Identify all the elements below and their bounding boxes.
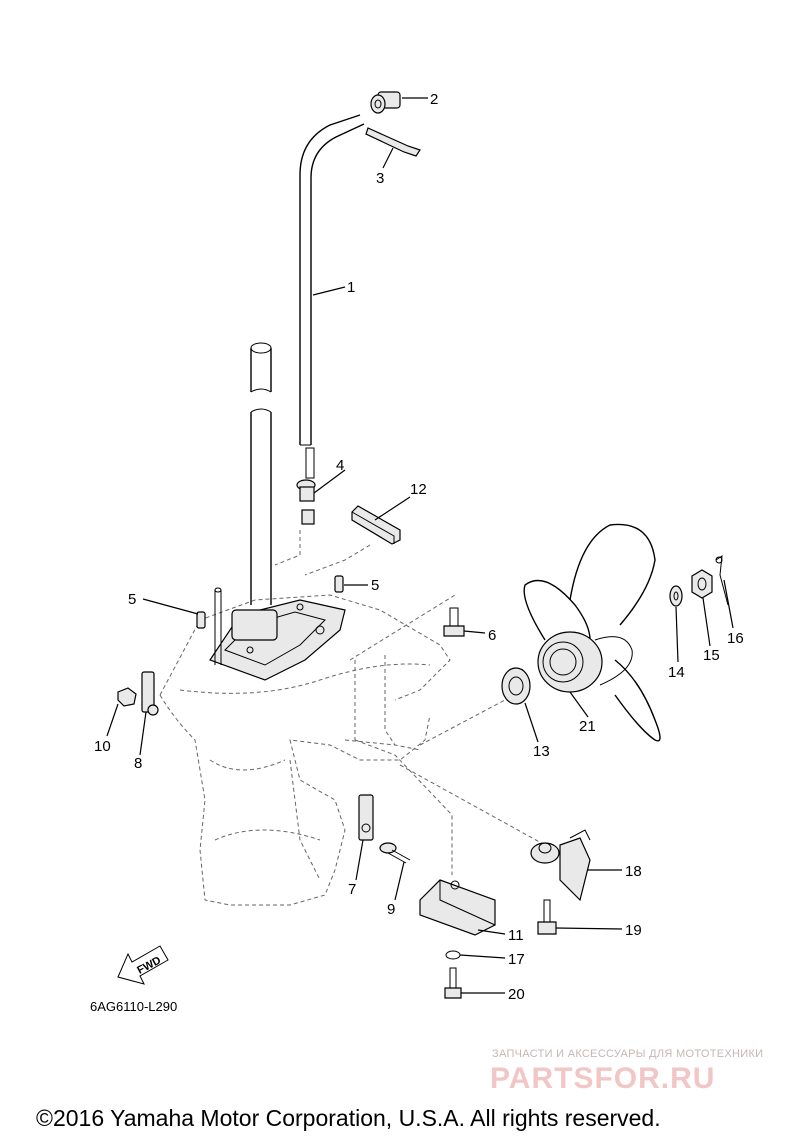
callout-6: 6 xyxy=(488,627,496,644)
rubber-seal xyxy=(304,505,401,576)
cotter-pin-18 xyxy=(715,554,729,606)
callout-16: 14 xyxy=(668,664,685,681)
callout-15: 13 xyxy=(533,743,550,760)
callout-3: 3 xyxy=(376,170,384,187)
callout-13: 17 xyxy=(508,951,525,968)
diagram-code: 6AG6110-L290 xyxy=(90,999,177,1014)
callout-2: 2 xyxy=(430,91,438,108)
leader-lines xyxy=(106,97,734,994)
nut-10 xyxy=(117,687,137,707)
callout-14: 12 xyxy=(410,481,427,498)
anode-8 xyxy=(141,671,159,716)
callout-20: 19 xyxy=(625,922,642,939)
cover-19 xyxy=(530,829,591,902)
callout-18: 16 xyxy=(727,630,744,647)
bolt-6 xyxy=(443,607,465,637)
callout-17: 15 xyxy=(703,647,720,664)
callout-21: 21 xyxy=(579,718,596,735)
callout-10: 10 xyxy=(94,738,111,755)
bolt-12 xyxy=(444,967,462,999)
callout-5-right: 5 xyxy=(371,577,379,594)
nut-17 xyxy=(691,569,713,599)
pump-base xyxy=(209,587,346,681)
callout-19: 18 xyxy=(625,863,642,880)
propeller-21 xyxy=(523,523,661,742)
callout-12: 20 xyxy=(508,986,525,1003)
watermark-tagline: ЗАПЧАСТИ И АКСЕССУАРЫ ДЛЯ МОТОТЕХНИКИ xyxy=(492,1048,763,1060)
screw-9 xyxy=(379,842,411,864)
callout-5-left: 5 xyxy=(128,591,136,608)
fwd-arrow-icon: FWD xyxy=(117,945,169,985)
callout-7: 7 xyxy=(348,881,356,898)
water-tube xyxy=(299,114,365,446)
callout-4: 4 xyxy=(336,457,344,474)
callout-9: 9 xyxy=(387,901,395,918)
callout-11: 11 xyxy=(508,927,524,944)
watermark-brand: PARTSFOR.RU xyxy=(490,1062,715,1095)
spacer-15 xyxy=(501,667,531,705)
callout-8: 8 xyxy=(134,755,142,772)
dowel-pin-right xyxy=(334,575,344,593)
dowel-pin-left xyxy=(196,611,206,629)
washer-16 xyxy=(669,585,683,607)
lower-unit-housing xyxy=(159,594,546,906)
anode-7 xyxy=(358,794,374,841)
washer-13 xyxy=(445,950,461,960)
callout-1: 1 xyxy=(347,279,355,296)
watermark: ЗАПЧАСТИ И АКСЕССУАРЫ ДЛЯ МОТОТЕХНИКИ PA… xyxy=(490,1048,763,1095)
drive-shaft xyxy=(250,342,272,605)
clamp-strip xyxy=(365,127,421,157)
callouts: 2 3 1 4 12 5 5 6 10 8 13 21 14 15 16 7 9… xyxy=(94,91,744,1003)
tube-joint xyxy=(274,447,316,566)
copyright-notice: ©2016 Yamaha Motor Corporation, U.S.A. A… xyxy=(36,1105,661,1131)
grommet xyxy=(370,91,401,114)
trim-tab-11 xyxy=(419,879,496,936)
bolt-20 xyxy=(537,899,557,935)
